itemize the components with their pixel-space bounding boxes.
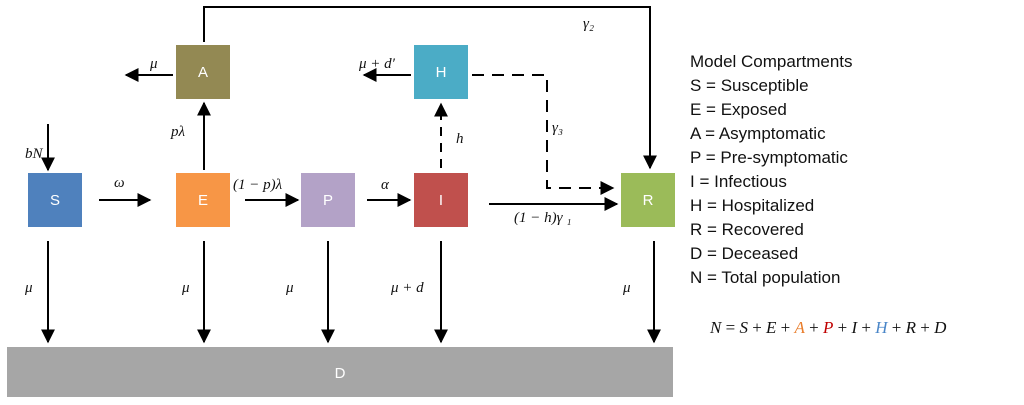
rate-h-mu-d-prime: μ + d′ (358, 56, 396, 72)
rate-e-mu: μ (181, 280, 190, 296)
box-h-label: H (436, 64, 447, 81)
rate-p-mu: μ (285, 280, 294, 296)
rate-bN: bN (25, 146, 44, 162)
population-equation: N = S + E + A + P + I + H + R + D (709, 318, 947, 337)
box-d-label: D (335, 365, 346, 382)
equation-term: P (822, 318, 833, 337)
box-i-label: I (439, 192, 443, 209)
equation-term: I (850, 318, 858, 337)
equation-plus: + (888, 318, 906, 337)
legend-item: N = Total population (690, 268, 840, 287)
rate-i-mu-d: μ + d (390, 280, 424, 296)
box-a-label: A (198, 64, 208, 81)
box-r: R (619, 171, 677, 229)
legend-item: R = Recovered (690, 220, 804, 239)
legend-item: E = Exposed (690, 100, 787, 119)
box-r-label: R (643, 192, 654, 209)
box-p-label: P (323, 192, 333, 209)
box-p: P (299, 171, 357, 229)
rate-p-lambda: pλ (170, 124, 186, 140)
legend-item: A = Asymptomatic (690, 124, 826, 143)
arrow-a-r (203, 6, 657, 170)
rate-h: h (456, 131, 464, 147)
rate-alpha: α (381, 177, 390, 193)
rate-omega: ω (114, 175, 125, 191)
box-i: I (412, 171, 470, 229)
equation-term: S (739, 318, 748, 337)
box-h: H (412, 43, 470, 101)
equation-plus: + (748, 318, 766, 337)
equation-term: H (874, 318, 889, 337)
equation-plus: + (857, 318, 875, 337)
rate-s-mu: μ (24, 280, 33, 296)
legend-item: D = Deceased (690, 244, 798, 263)
legend-item: I = Infectious (690, 172, 787, 191)
equation-plus: + (833, 318, 851, 337)
legend-item: P = Pre-symptomatic (690, 148, 848, 167)
rate-gamma3: γ₃ (552, 120, 563, 136)
box-s: S (26, 171, 84, 229)
arrow-h-r (472, 74, 615, 195)
equation-equals: = (721, 318, 739, 337)
equation-plus: + (776, 318, 794, 337)
equation-term: D (933, 318, 947, 337)
box-e-label: E (198, 192, 208, 209)
legend-item: S = Susceptible (690, 76, 809, 95)
equation-term: E (765, 318, 777, 337)
rate-a-mu: μ (149, 56, 158, 72)
equation-term: R (905, 318, 917, 337)
box-s-label: S (50, 192, 60, 209)
rate-one-minus-p-lambda: (1 − p)λ (233, 177, 283, 193)
legend-title: Model Compartments (690, 52, 853, 71)
rate-gamma2: γ₂ (583, 16, 594, 32)
rate-r-mu: μ (622, 280, 631, 296)
equation-term: A (794, 318, 806, 337)
box-e: E (174, 171, 232, 229)
equation-plus: + (916, 318, 934, 337)
equation-lhs: N (709, 318, 723, 337)
legend-item: H = Hospitalized (690, 196, 814, 215)
equation-plus: + (805, 318, 823, 337)
rate-one-minus-h-gamma1: (1 − h)γ ₁ (514, 210, 572, 226)
box-a: A (174, 43, 232, 101)
legend: Model Compartments S = Susceptible E = E… (690, 52, 853, 287)
